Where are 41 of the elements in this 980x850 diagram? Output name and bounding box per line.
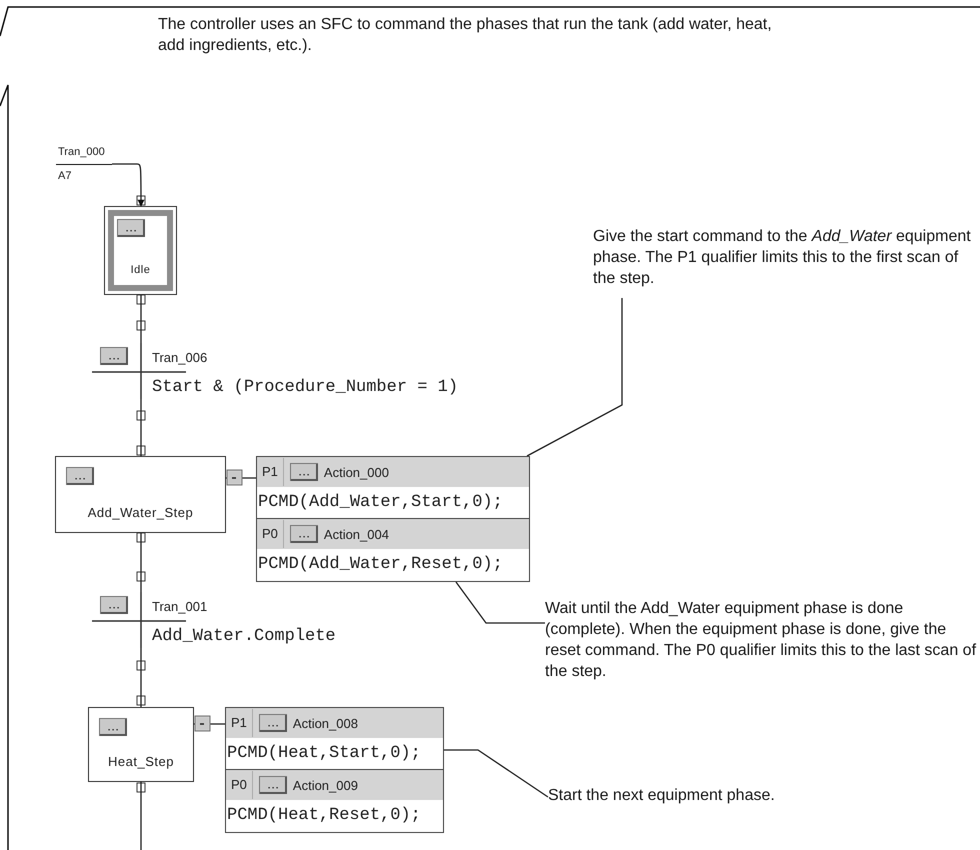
leader-line [455, 582, 545, 624]
action-qualifier: P1 [257, 458, 284, 486]
connector-line [140, 648, 142, 707]
action-box [256, 518, 530, 582]
action-code: PCMD(Add_Water,Start,0); [257, 492, 504, 512]
step-name: Add_Water_Step [86, 505, 194, 520]
action-name: Action_009 [292, 778, 358, 792]
callout-text: Wait until the Add_Water equipment phase is done (complete). When the equipment phase is done, give the reset command. The P0 qualifier limits this to the last scan of the step. [545, 598, 977, 682]
action-code: PCMD(Heat,Start,0); [226, 743, 422, 763]
action-box [225, 707, 444, 770]
note-text: The controller uses an SFC to command the phases that run the tank (add water, heat, add ingredients, etc.). [158, 15, 773, 56]
action-qualifier: P0 [226, 771, 253, 799]
transition-condition: Start & (Procedure_Number = 1) [152, 378, 458, 397]
transition-condition: Add_Water.Complete [152, 627, 336, 646]
transition-name: Tran_001 [152, 599, 208, 614]
step-name: Heat_Step [107, 754, 175, 769]
arrow [112, 163, 144, 207]
callout-text: Give the start command to the Add_Water equipment phase. The P1 qualifier limits this to the first scan of the step. [593, 226, 973, 289]
action-box [225, 769, 444, 833]
action-name: Action_004 [324, 526, 389, 542]
action-name: Action_000 [324, 464, 389, 480]
step-tag: A7 [58, 170, 72, 182]
action-code: PCMD(Add_Water,Reset,0); [257, 554, 504, 574]
action-code: PCMD(Heat,Reset,0); [226, 805, 422, 825]
step-box [55, 456, 226, 533]
transition-name: Tran_000 [58, 146, 105, 158]
action-name: Action_008 [292, 716, 358, 730]
step-name: Idle [130, 264, 152, 276]
step-box [88, 707, 194, 782]
leader-line [444, 749, 548, 798]
callout-text: Start the next equipment phase. [548, 785, 928, 806]
step-box [104, 206, 177, 295]
action-box [256, 456, 530, 519]
action-qualifier: P0 [257, 520, 284, 548]
connector-line [140, 782, 142, 850]
action-qualifier: P1 [226, 709, 253, 737]
connector-line [140, 295, 142, 343]
transition-name: Tran_006 [152, 350, 208, 365]
connector-line [140, 533, 142, 592]
connector-line [140, 399, 142, 456]
leader-line [526, 298, 623, 457]
